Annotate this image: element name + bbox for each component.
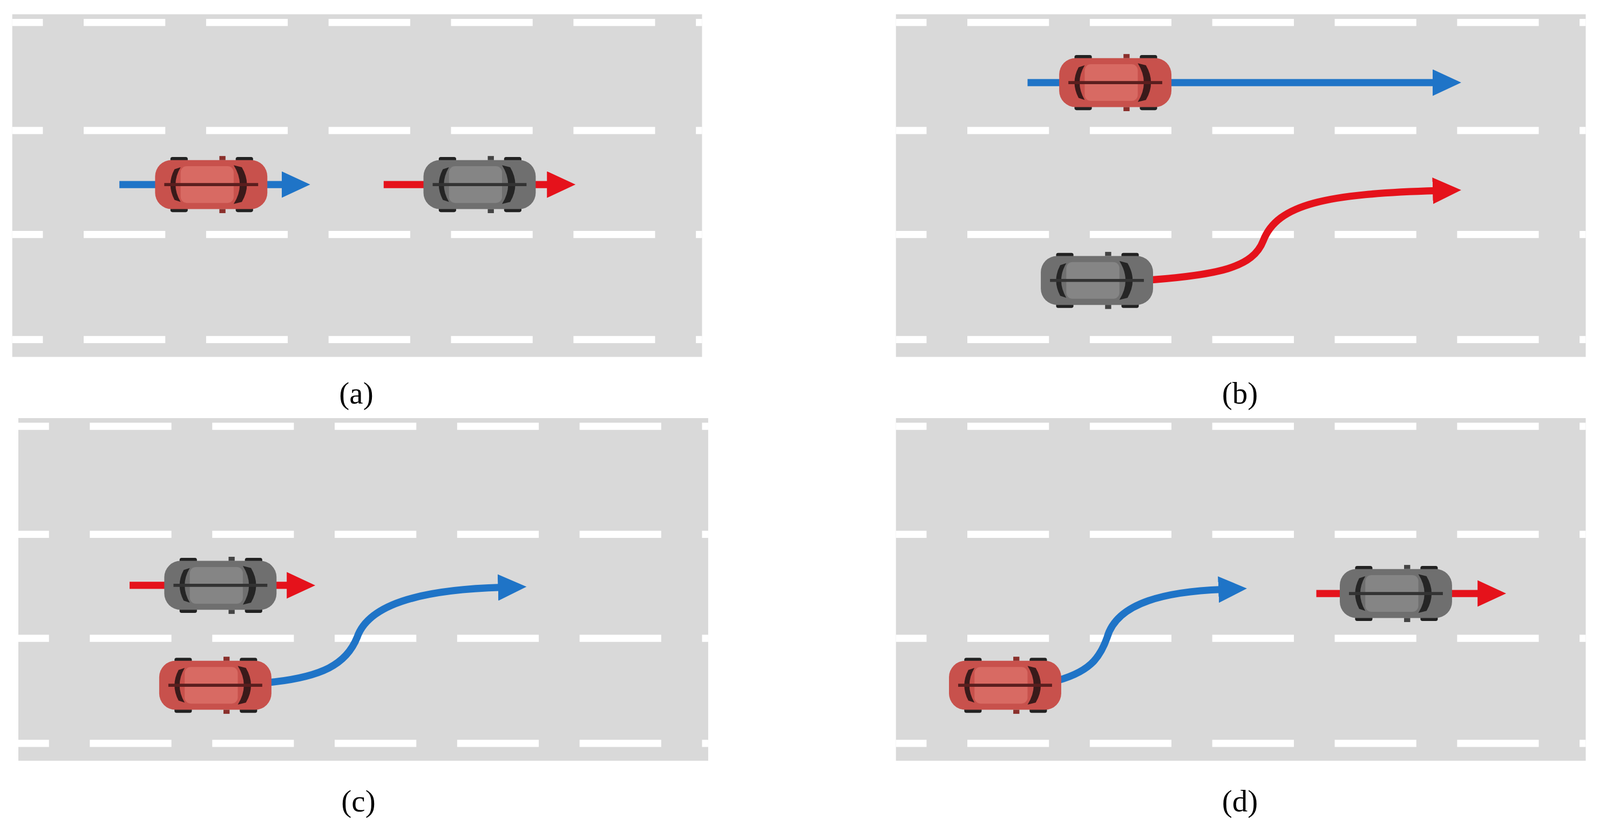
panel-label: (d) <box>1222 785 1258 817</box>
panel-road <box>896 14 1586 357</box>
panel-road <box>18 418 709 762</box>
panel-label: (a) <box>339 377 374 409</box>
panel-road <box>896 418 1586 762</box>
panel-road <box>12 14 703 357</box>
panel-label: (c) <box>341 785 376 817</box>
panel-label: (b) <box>1222 377 1258 409</box>
